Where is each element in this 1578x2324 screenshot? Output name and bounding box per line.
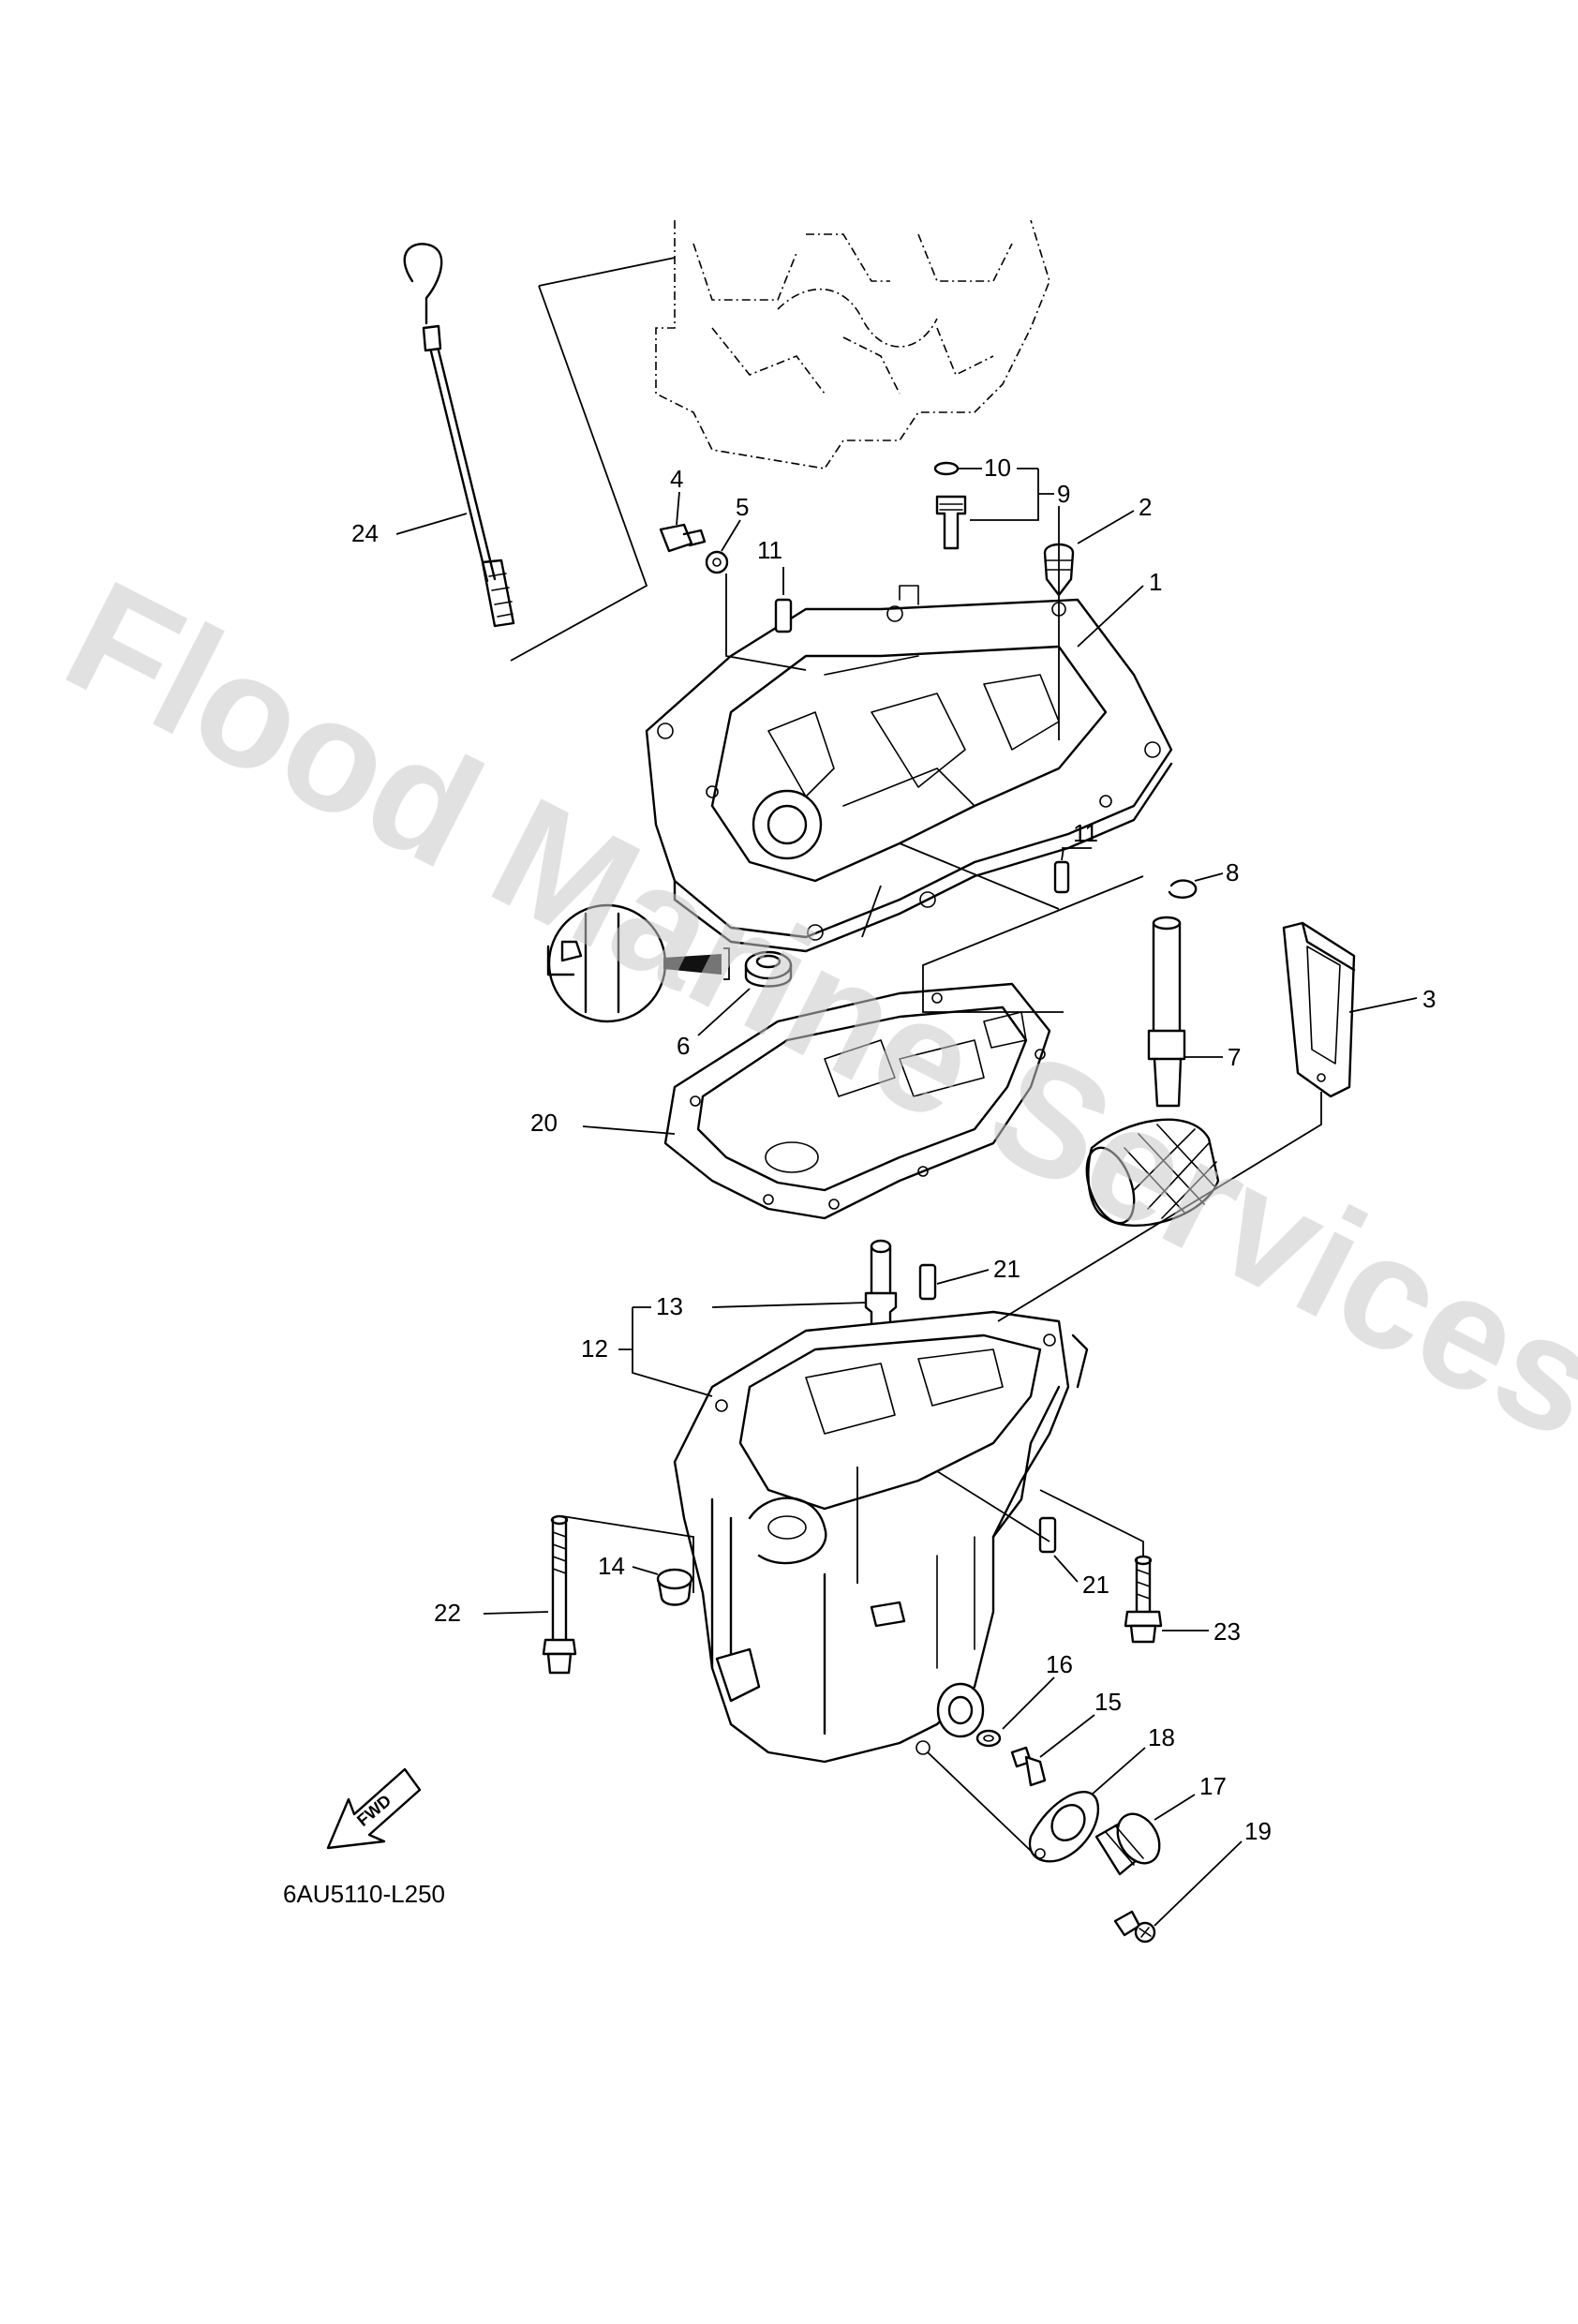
callout-21a: 21 [993, 1255, 1020, 1283]
grommet [656, 1568, 693, 1606]
strainer-assembly [1085, 879, 1220, 1227]
callout-11a: 11 [757, 536, 782, 564]
callout-22: 22 [434, 1599, 461, 1627]
drain-cover-set [927, 1751, 1161, 1944]
oil-pan [673, 1310, 1089, 1764]
callout-1: 1 [1149, 568, 1162, 596]
assembly-leaders [861, 506, 1322, 1322]
dipstick [403, 243, 676, 662]
callout-12: 12 [581, 1334, 608, 1363]
callout-23: 23 [1213, 1617, 1241, 1646]
callout-7: 7 [1228, 1043, 1241, 1071]
oil-seal [546, 903, 793, 1023]
baffle-plate [1282, 921, 1356, 1098]
callout-16: 16 [1046, 1650, 1073, 1678]
callout-19: 19 [1244, 1817, 1272, 1845]
dowel-pins [774, 598, 1070, 894]
short-bolt [1039, 1489, 1163, 1644]
engine-block-outline [655, 219, 1050, 469]
drain-bolt [975, 1729, 1047, 1787]
callout-labels: 1 2 3 4 5 6 7 8 9 10 11 11 12 [351, 454, 1436, 1927]
callout-10: 10 [984, 454, 1011, 482]
callout-20: 20 [530, 1109, 558, 1137]
fwd-arrow: FWD [326, 1767, 422, 1850]
callout-15: 15 [1094, 1688, 1122, 1716]
callout-14: 14 [598, 1552, 625, 1580]
callout-11b: 11 [1073, 819, 1098, 847]
callout-21b: 21 [1082, 1571, 1109, 1599]
callout-3: 3 [1422, 985, 1436, 1013]
callout-24: 24 [351, 519, 379, 547]
oil-pan-upper-plate [645, 585, 1173, 953]
long-bolt [542, 1514, 694, 1675]
callout-2: 2 [1139, 493, 1152, 521]
callout-4: 4 [670, 465, 683, 493]
callout-8: 8 [1226, 858, 1239, 886]
gasket [663, 982, 1051, 1220]
callout-17: 17 [1199, 1772, 1227, 1800]
callout-9: 9 [1057, 480, 1070, 508]
union-fitting [933, 461, 967, 550]
callout-6: 6 [677, 1032, 690, 1060]
drawing-code: 6AU5110-L250 [283, 1880, 445, 1908]
callout-18: 18 [1148, 1723, 1175, 1751]
callout-13: 13 [656, 1292, 683, 1320]
bolt-and-washer [659, 523, 807, 671]
callout-5: 5 [736, 493, 749, 521]
